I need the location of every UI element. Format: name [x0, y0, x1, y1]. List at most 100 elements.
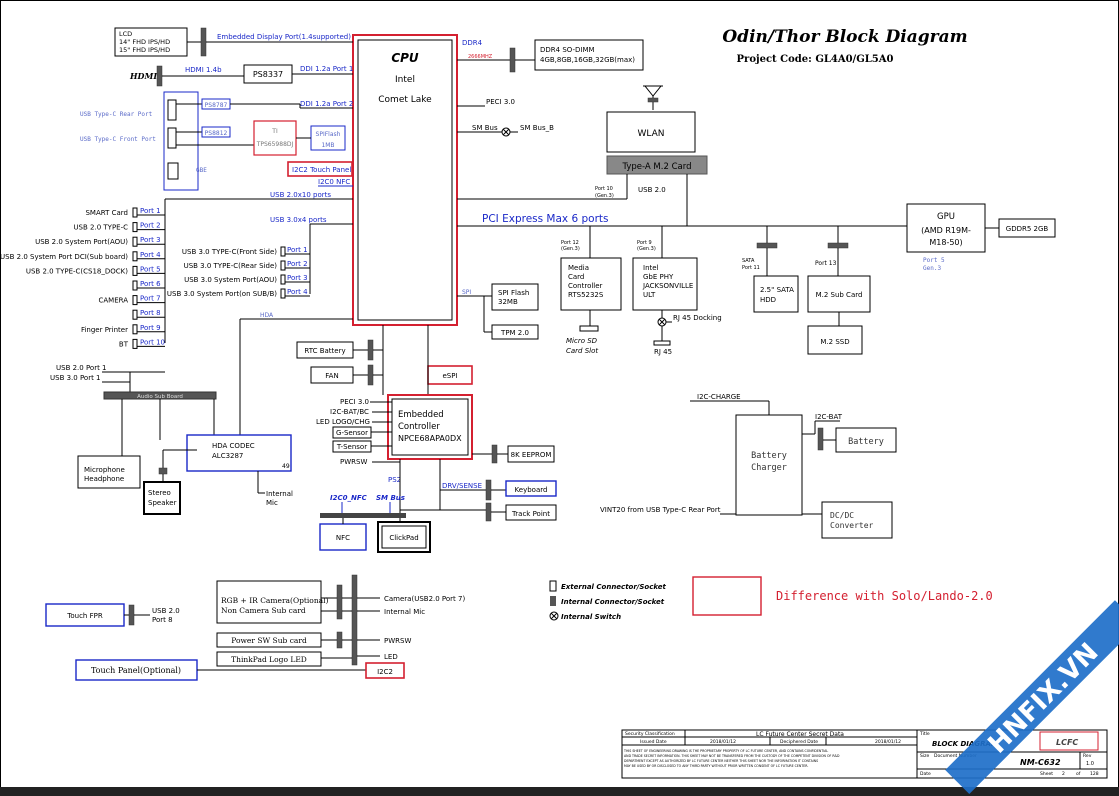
lcd-label: LCD: [119, 30, 132, 38]
typec-front-label: USB Type-C Front Port: [80, 136, 156, 143]
usb2-port-row: USB 2.0 System Port DCI(Sub board)Port 4: [0, 251, 165, 262]
ps8337-label: PS8337: [253, 70, 283, 79]
tb-sheet-num: 2: [1062, 771, 1065, 777]
usb3-port-row: USB 3.0 System Port(AOU)Port 3: [184, 274, 310, 285]
hda-codec-part: ALC3287: [212, 452, 243, 460]
tb-deciphered: Deciphered Date: [780, 739, 818, 745]
spi-flash-32mb: [491, 283, 539, 311]
edp-label: Embedded Display Port(1.4supported): [217, 33, 351, 41]
usb2-port-row: Port 6: [132, 280, 165, 291]
ti-part-label: TPS65988DJ: [256, 141, 294, 148]
spiflash-size: 1MB: [321, 142, 334, 149]
legend-external: External Connector/Socket: [561, 583, 667, 591]
gddr5-label: GDDR5 2GB: [1006, 225, 1049, 233]
usb2-port-label: Port 7: [140, 295, 161, 303]
ddr4-speed: 2666MHZ: [468, 54, 493, 60]
cpu-model: Comet Lake: [378, 95, 432, 105]
hdd-block: [753, 275, 799, 313]
usb3-port-label: Port 4: [287, 288, 308, 296]
typec-group-frame: [163, 91, 199, 191]
ps8812-chip: [201, 126, 231, 138]
title-block: Security Classification LC Future Center…: [621, 729, 1108, 779]
mc-port-gen: (Gen.3): [561, 246, 580, 252]
usb2-port-label: Port 5: [140, 265, 161, 273]
lcd-cable-connector: [351, 574, 358, 666]
smbus-b-label: SM Bus_B: [520, 124, 554, 132]
usb2-port-label: Port 3: [140, 236, 161, 244]
usb3-device-label: USB 3.0 System Port(on SUB/B): [167, 290, 277, 298]
headphone-label: Headphone: [84, 475, 124, 483]
hda-codec-block: [186, 434, 292, 472]
usb2-device-label: SMART Card: [85, 209, 128, 217]
battery-label: Battery: [848, 437, 884, 447]
i2c2-touch-label: I2C2 Touch Panel: [292, 166, 351, 174]
usb3-device-label: USB 3.0 TYPE-C(Front Side): [182, 248, 277, 256]
speaker-block: [143, 481, 181, 515]
clickpad-label: ClickPad: [389, 534, 418, 542]
m2-sub-card: [807, 275, 871, 313]
ti-label: TI: [271, 128, 278, 135]
antenna-icon: [643, 85, 663, 110]
m2sub-port: Port 13: [815, 260, 837, 267]
usb2-port-label: Port 10: [140, 338, 165, 346]
gddr5-block: [998, 218, 1056, 238]
mc-port-label: Port 12: [561, 240, 579, 246]
cpu-smbus-label: SM Bus: [472, 124, 498, 132]
ti-pd-controller: [253, 120, 297, 156]
tb-model: NM-C632: [1020, 758, 1061, 767]
t-sensor-label: T-Sensor: [336, 443, 367, 451]
cpu-vendor: Intel: [395, 75, 415, 85]
usb2-socket: [132, 207, 138, 218]
tp-logo-label: ThinkPad Logo LED: [231, 655, 307, 664]
mc-line1: Media: [568, 264, 589, 272]
usb2-device-label: USB 2.0 TYPE-C: [73, 224, 128, 232]
audio-usb3-label: USB 3.0 Port 1: [50, 374, 101, 382]
difference-label: Difference with Solo/Lando-2.0: [776, 589, 993, 603]
tb-doc: Document Number: [934, 753, 977, 759]
gpu-label: GPU: [937, 212, 955, 222]
lcd-block: LCD 14" FHD IPS/HD 15" FHD IPS/HD: [114, 27, 188, 57]
usb2-port-label: Port 9: [140, 324, 161, 332]
fpr-port-label: Port 8: [152, 616, 173, 624]
usb2-socket: [132, 338, 138, 349]
typec-front-socket: [167, 127, 177, 149]
usb2-socket: [132, 295, 138, 306]
hdmi-label: HDMI: [129, 71, 157, 81]
ps8787-label: PS8787: [205, 102, 228, 109]
hdd-label: 2.5" SATA: [760, 286, 794, 294]
m2sub-connector: [827, 242, 849, 249]
mc-line4: RTS5232S: [568, 291, 604, 299]
hda-codec-label: HDA CODEC: [212, 442, 255, 450]
gbe-socket: [167, 162, 179, 180]
rj45-dock-label: RJ 45 Docking: [673, 314, 722, 322]
cpu-peci-label: PECI 3.0: [486, 98, 515, 106]
nfc-label: NFC: [336, 534, 350, 542]
eeprom-block: [507, 445, 555, 463]
spi-label: SPI: [462, 289, 471, 296]
dcdc-label: DC/DC: [830, 511, 854, 520]
hda-label: HDA: [260, 312, 274, 319]
dcdc-label2: Converter: [830, 521, 874, 530]
internal-mic-label: Internal: [266, 490, 293, 498]
usb2-socket: [132, 222, 138, 233]
usb2-port-row: BT Port 10: [119, 338, 165, 349]
m2-usb-label: USB 2.0: [638, 186, 666, 194]
tb-disclaimer2: AND TRADE SECRET INFORMATION. THIS SHEET…: [624, 754, 840, 758]
camera-usb-label: Camera(USB2.0 Port 7): [384, 595, 465, 603]
usb3-port-row: USB 3.0 TYPE-C(Front Side)Port 1: [182, 246, 310, 257]
usb2-device-label: USB 2.0 System Port(AOU): [35, 238, 128, 246]
microsd-label2: Card Slot: [566, 347, 598, 355]
pwrsw-sub-label: Power SW Sub card: [231, 636, 307, 645]
ddi2-label: DDI 1.2a Port 2: [300, 100, 353, 108]
usb2-device-label: BT: [119, 340, 129, 348]
tb-disclaimer3: DEPARTMENT EXCEPT AS AUTHORIZED BY LC FU…: [624, 759, 818, 763]
usb2-port-label: Port 1: [140, 207, 161, 215]
ps8812-label: PS8812: [205, 130, 228, 137]
m2-card-slot: [606, 155, 708, 175]
g-sensor-label: G-Sensor: [336, 429, 368, 437]
legend-switch: Internal Switch: [561, 613, 621, 621]
embedded-controller: [391, 398, 469, 456]
usb2-socket: [132, 236, 138, 247]
